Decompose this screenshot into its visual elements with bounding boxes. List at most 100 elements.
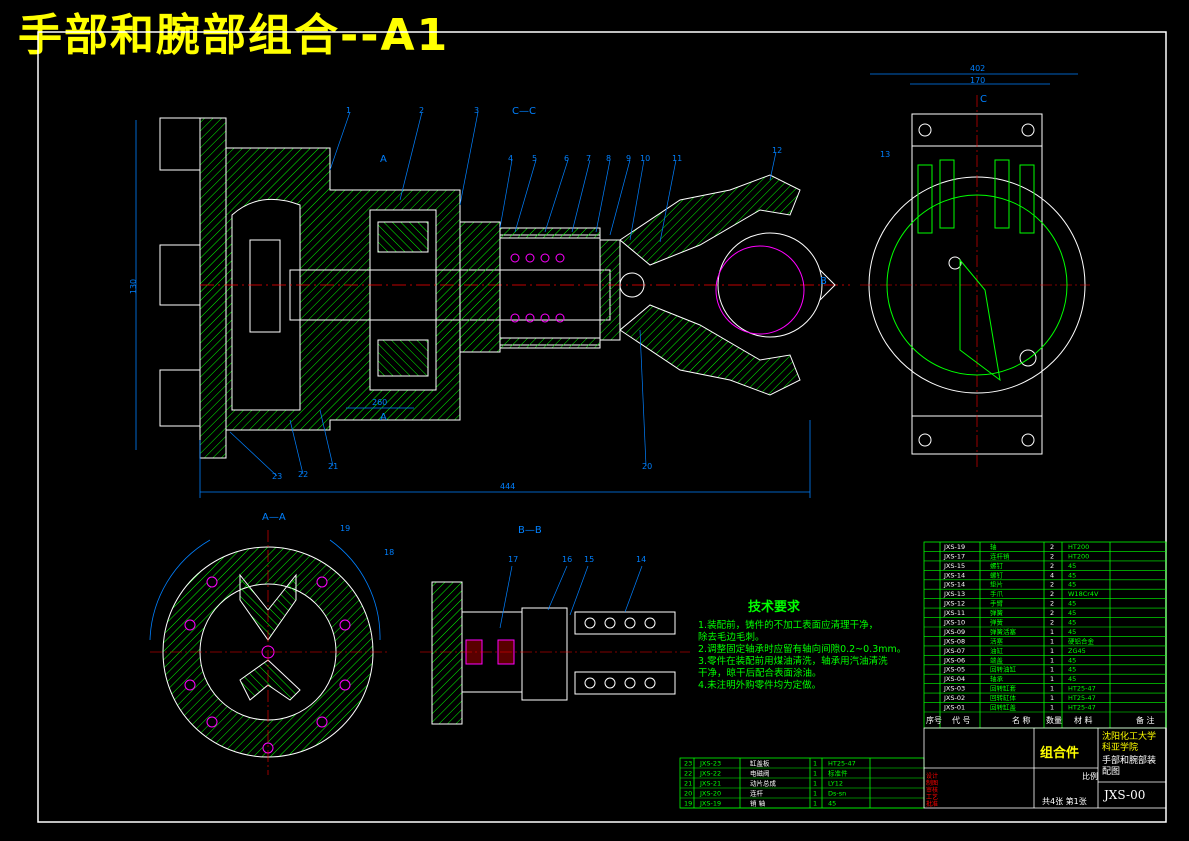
parts-cell: 45 [1068, 609, 1076, 617]
lower-parts-cell: 1 [813, 790, 817, 798]
lower-parts-cell: JXS-20 [699, 790, 721, 798]
parts-cell: JXS-19 [943, 543, 965, 551]
tech-requirements-heading: 技术要求 [748, 600, 801, 615]
parts-cell: JXS-05 [943, 666, 965, 674]
header-material: 材 料 [1074, 716, 1093, 725]
section-label-cc: C—C [512, 106, 536, 117]
parts-cell: 2 [1050, 590, 1054, 598]
parts-cell: 1 [1050, 666, 1054, 674]
outer-frame [37, 31, 1167, 823]
tech-req-line: 干净，晾干后配合表面涂油。 [698, 668, 822, 679]
lower-parts-cell: 销 轴 [750, 799, 766, 808]
tech-requirements: 技术要求 1.装配前，铸件的不加工表面应清理干净， 除去毛边毛刺。 2.调整固定… [698, 600, 906, 692]
parts-cell: 1 [1050, 637, 1054, 645]
aa-section-view [149, 530, 390, 775]
parts-cell: 1 [1050, 656, 1054, 664]
balloon-label: 17 [508, 555, 519, 564]
balloon-label: 4 [508, 154, 514, 163]
parts-cell: JXS-17 [943, 552, 965, 560]
parts-cell: 回转油缸 [990, 665, 1017, 674]
parts-cell: HT25-47 [1068, 694, 1096, 702]
parts-cell: HT25-47 [1068, 685, 1096, 693]
school-name: 沈阳化工大学科亚学院 [1102, 732, 1157, 753]
section-marker-a-bottom: A [380, 412, 387, 423]
balloon-label: 14 [636, 555, 647, 564]
drawing-title: 手部和腕部组合--A1 [18, 10, 450, 61]
tech-req-line: 4.未注明外购零件均为定做。 [698, 680, 822, 691]
parts-cell: JXS-04 [943, 675, 965, 683]
parts-cell: 2 [1050, 600, 1054, 608]
parts-cell: JXS-14 [943, 581, 965, 589]
parts-cell: 回转缸套 [990, 684, 1017, 693]
design-cell: 工艺 [926, 794, 939, 801]
parts-list-header: 序号 代 号 名 称 数量 材 料 备 注 [924, 712, 1166, 728]
lower-parts-cell: 缸盖板 [750, 759, 770, 768]
parts-cell: 弹簧活塞 [990, 627, 1017, 636]
lower-parts-cell: 23 [684, 760, 692, 768]
section-label-bb: B—B [518, 525, 542, 536]
title-block [923, 727, 1167, 809]
balloon-label: 3 [474, 106, 480, 115]
lower-parts-cell: LY12 [828, 780, 843, 788]
balloon-label: 2 [419, 106, 425, 115]
parts-cell: 45 [1068, 619, 1076, 627]
main-section-view [135, 111, 850, 498]
parts-cell: 连杆销 [990, 551, 1010, 560]
parts-cell: JXS-08 [943, 637, 965, 645]
balloon-label: 20 [642, 462, 653, 471]
balloon-label: 12 [772, 146, 783, 155]
lower-parts-cell: 19 [684, 800, 692, 808]
dim-height: 130 [129, 278, 139, 295]
lower-parts-cell: 1 [813, 780, 817, 788]
parts-cell: 45 [1068, 628, 1076, 636]
header-remark: 备 注 [1136, 716, 1155, 725]
balloon-label: 22 [298, 470, 309, 479]
lower-parts-cell: 45 [828, 800, 836, 808]
balloon-label: 7 [586, 154, 592, 163]
parts-cell: 2 [1050, 581, 1054, 589]
balloon-label: 19 [340, 524, 351, 533]
balloon-label: 10 [640, 154, 651, 163]
parts-cell: JXS-03 [943, 685, 965, 693]
section-marker-c: C [980, 94, 987, 105]
parts-cell: W18Cr4V [1068, 590, 1099, 598]
parts-cell: HT25-47 [1068, 704, 1096, 712]
parts-cell: JXS-06 [943, 656, 965, 664]
dim-width-sub: 170 [970, 76, 986, 85]
lower-parts-cell: Ds-sn [828, 790, 846, 798]
balloon-label: 15 [584, 555, 595, 564]
parts-cell: 轴 [990, 542, 997, 551]
balloon-label: 21 [328, 462, 339, 471]
parts-cell: 45 [1068, 571, 1076, 579]
lower-parts-cell: 22 [684, 770, 692, 778]
section-marker-b: B [820, 276, 827, 287]
section-label-aa: A—A [262, 512, 286, 523]
balloon-label: 13 [880, 150, 891, 159]
parts-cell: 1 [1050, 704, 1054, 712]
design-cell: 审核 [926, 787, 939, 794]
parts-cell: 45 [1068, 656, 1076, 664]
parts-cell: 螺钉 [990, 570, 1004, 579]
parts-cell: 1 [1050, 647, 1054, 655]
parts-cell: HT200 [1068, 552, 1089, 560]
lower-parts-cell: JXS-19 [699, 800, 721, 808]
lower-parts-cell: JXS-22 [699, 770, 721, 778]
bb-section-view [420, 565, 690, 725]
lower-parts-cell: 连杆 [750, 789, 764, 798]
dim-width-top: 402 [970, 64, 986, 73]
tech-req-line: 除去毛边毛刺。 [698, 632, 765, 643]
balloon-label: 1 [346, 106, 352, 115]
parts-cell: JXS-09 [943, 628, 965, 636]
header-seq: 序号 [926, 716, 942, 725]
parts-cell: 回转缸盖 [990, 703, 1017, 712]
parts-cell: 1 [1050, 685, 1054, 693]
parts-cell: 活塞 [990, 636, 1004, 645]
parts-cell: 45 [1068, 600, 1076, 608]
tech-req-line: 3.零件在装配前用煤油清洗，轴承用汽油清洗 [698, 656, 888, 667]
balloon-label: 6 [564, 154, 570, 163]
lower-parts-cell: 21 [684, 780, 692, 788]
parts-cell: HT200 [1068, 543, 1089, 551]
lower-parts-cell: 20 [684, 790, 692, 798]
